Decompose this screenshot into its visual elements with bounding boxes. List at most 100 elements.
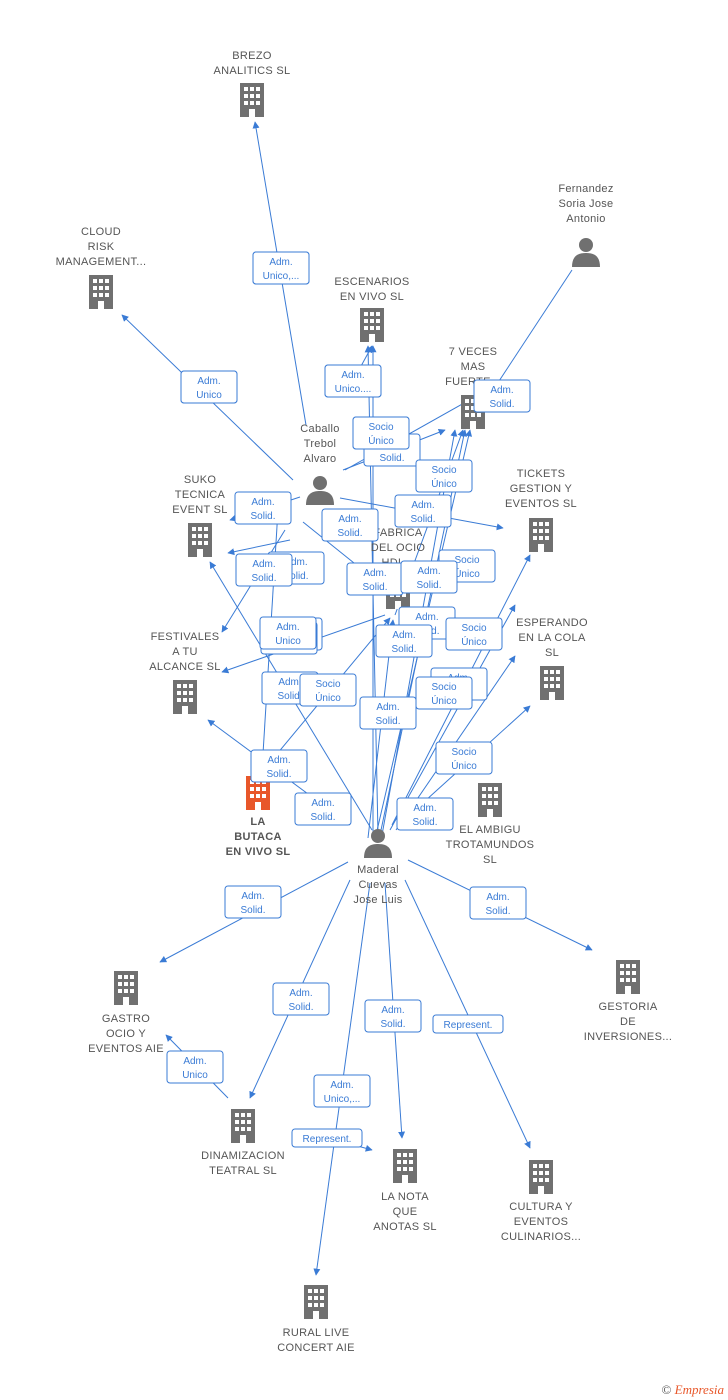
node-label-line: BREZO (232, 50, 272, 62)
relationship-label-text: Represent. (444, 1020, 493, 1031)
relationship-edge (404, 879, 531, 1149)
node-label-line: TEATRAL SL (209, 1165, 277, 1177)
relationship-label[interactable]: Adm.Unico.... (324, 364, 382, 398)
relationship-label-text: Solid. (380, 1019, 405, 1030)
relationship-label[interactable]: Adm.Unico,... (313, 1074, 371, 1108)
node-label-line: FESTIVALES (151, 631, 220, 643)
relationship-label[interactable]: Adm.Solid. (234, 491, 292, 525)
node-label-line: ESPERANDO (516, 617, 588, 629)
relationship-label[interactable]: Adm.Solid. (235, 553, 293, 587)
relationship-label[interactable]: Adm.Solid. (375, 624, 433, 658)
relationship-label-text: Unico,... (324, 1094, 361, 1105)
company-node-gestoria[interactable]: GESTORIADEINVERSIONES... (584, 960, 673, 1043)
company-node-cloud[interactable]: CLOUDRISKMANAGEMENT... (56, 226, 147, 309)
node-label-line: Antonio (566, 213, 605, 225)
relationship-label[interactable]: Adm.Solid. (400, 560, 458, 594)
relationship-label[interactable]: Represent. (432, 1014, 504, 1034)
relationship-label-box (166, 1050, 224, 1084)
relationship-label[interactable]: Adm.Solid. (364, 999, 422, 1033)
relationship-label-text: Adm. (415, 612, 438, 623)
node-label-line: ALCANCE SL (149, 661, 220, 673)
relationship-label-text: Solid. (277, 691, 302, 702)
relationship-label[interactable]: Adm.Solid. (469, 886, 527, 920)
relationship-label[interactable]: Adm.Solid. (359, 696, 417, 730)
relationship-label-box (375, 624, 433, 658)
relationship-label[interactable]: Adm.Unico (180, 370, 238, 404)
relationship-label[interactable]: Adm.Unico,... (252, 251, 310, 285)
relationship-label-text: Adm. (338, 514, 361, 525)
relationship-label-box (224, 885, 282, 919)
company-node-elambigu[interactable]: EL AMBIGU TROTAMUNDOS SL (446, 783, 535, 866)
relationship-label[interactable]: Adm.Solid. (473, 379, 531, 413)
company-node-dinamizacion[interactable]: DINAMIZACION TEATRAL SL (201, 1109, 285, 1177)
relationship-label[interactable]: Adm.Unico (166, 1050, 224, 1084)
company-node-cultura[interactable]: CULTURA YEVENTOSCULINARIOS... (501, 1160, 581, 1243)
relationship-label[interactable]: Adm.Solid. (250, 749, 308, 783)
relationship-label-box (250, 749, 308, 783)
node-label-line: MANAGEMENT... (56, 256, 147, 268)
relationship-label[interactable]: Represent. (291, 1128, 363, 1148)
relationship-label-box (432, 1014, 504, 1034)
relationship-label-box (234, 491, 292, 525)
relationship-label[interactable]: Adm.Solid. (321, 508, 379, 542)
relationship-label-text: Solid. (250, 511, 275, 522)
relationship-label-text: Adm. (284, 557, 307, 568)
relationship-label-text: Adm. (411, 500, 434, 511)
relationship-label[interactable]: Adm.Solid. (396, 797, 454, 831)
relationship-label-text: Unico.... (335, 384, 372, 395)
node-label-line: LA NOTA (381, 1191, 429, 1203)
relationship-label-text: Adm. (289, 988, 312, 999)
relationship-label-text: Adm. (413, 803, 436, 814)
building-icon (114, 971, 138, 1005)
building-icon (188, 523, 212, 557)
building-icon (529, 518, 553, 552)
node-label-line: QUE (393, 1206, 418, 1218)
node-label-line: MAS (461, 361, 486, 373)
relationship-label[interactable]: Adm.Solid. (346, 562, 404, 596)
building-icon (240, 83, 264, 117)
node-label-line: EL AMBIGU (459, 824, 521, 836)
relationship-label[interactable]: Adm.Solid. (224, 885, 282, 919)
relationship-label-box (352, 416, 410, 450)
node-label-line: RISK (88, 241, 115, 253)
building-icon (393, 1149, 417, 1183)
relationship-label[interactable]: Adm.Solid. (272, 982, 330, 1016)
node-label-line: Trebol (304, 438, 337, 450)
building-icon (529, 1160, 553, 1194)
relationship-label-text: Solid. (240, 905, 265, 916)
node-label-line: SL (483, 854, 497, 866)
node-label-line: EVENTOS AIE (88, 1043, 164, 1055)
relationship-label[interactable]: Adm.Solid. (394, 494, 452, 528)
relationship-label-text: Unico (275, 636, 301, 647)
relationship-label-box (291, 1128, 363, 1148)
relationship-label[interactable]: Adm.Unico (259, 616, 317, 650)
relationship-label-box (321, 508, 379, 542)
node-label-line: DINAMIZACION (201, 1150, 285, 1162)
relationship-label[interactable]: Adm.Solid. (294, 792, 352, 826)
relationship-label-text: Solid. (416, 580, 441, 591)
relationship-label-box (324, 364, 382, 398)
relationship-label-text: Único (431, 694, 457, 707)
node-label-line: TROTAMUNDOS (446, 839, 535, 851)
node-label-line: GESTION Y (510, 483, 573, 495)
